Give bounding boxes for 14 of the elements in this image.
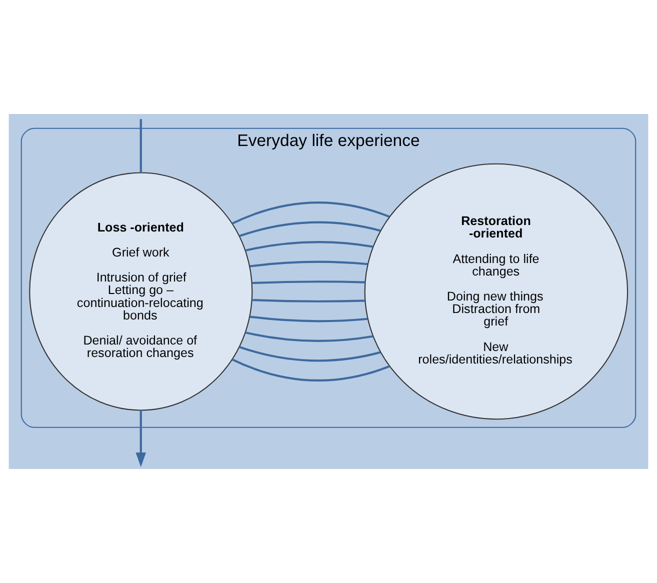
arrow: [136, 410, 146, 468]
node-circle: Restoration -oriented Attending to life changes Doing new things Distraction from grief New roles/identities/relationships: [364, 163, 628, 420]
connector: [252, 298, 366, 302]
connector: [252, 280, 366, 284]
connector: [239, 221, 381, 238]
connector: [239, 346, 381, 362]
connector: [250, 316, 368, 322]
connector: [245, 241, 374, 252]
connector: [245, 332, 374, 342]
connector: [232, 202, 390, 225]
connector: [140, 119, 142, 173]
connector: [232, 358, 390, 382]
connector: [250, 260, 368, 268]
node-circle: Loss -oriented Grief work Intrusion of grief Letting go – continuation-relocating bonds Denial/ avoidance of resoration changes: [29, 172, 253, 411]
